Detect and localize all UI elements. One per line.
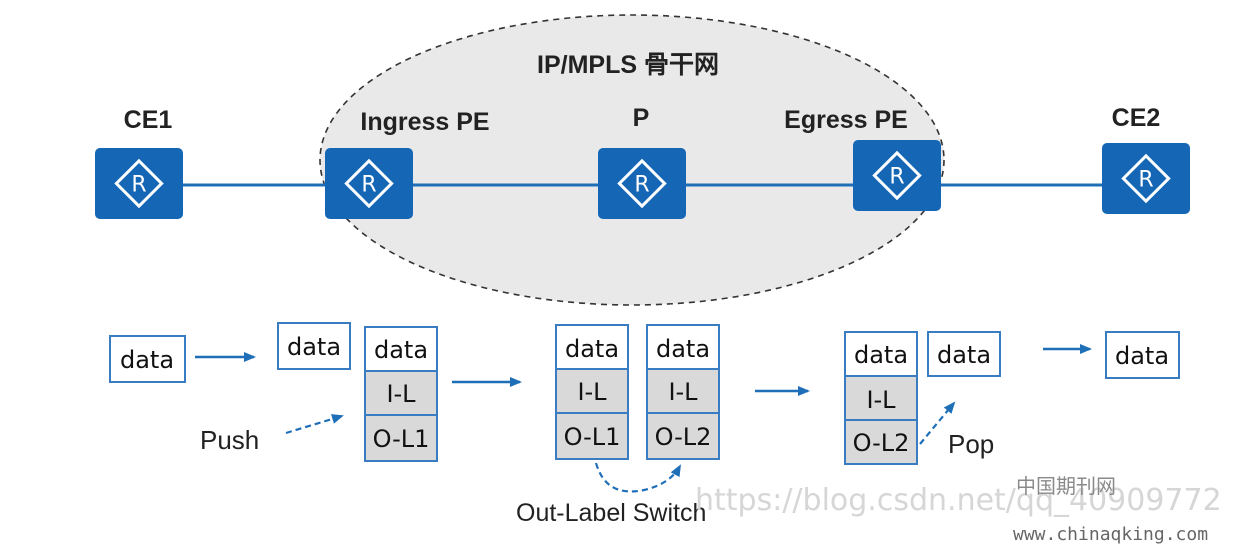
outer-label-box	[364, 414, 438, 462]
svg-text:R: R	[1138, 168, 1153, 193]
outer-label-text: O-L1	[373, 425, 430, 453]
outer-label-text: O-L1	[564, 423, 621, 451]
svg-text:R: R	[131, 173, 146, 198]
data-text: data	[120, 346, 174, 374]
outer-label-box	[646, 412, 720, 460]
router-label-ingress: Ingress PE	[360, 108, 489, 136]
data-text: data	[854, 341, 908, 369]
inner-label-text: I-L	[668, 378, 698, 406]
packet-stage-3-after: data I-L O-L2	[646, 324, 720, 460]
outer-label-text: O-L2	[853, 429, 910, 457]
router-ce1: R	[95, 148, 183, 219]
svg-text:R: R	[634, 173, 649, 198]
csdn-watermark: https://blog.csdn.net/qq_40909772	[695, 483, 1222, 518]
outer-label-box	[555, 412, 629, 460]
router-egress-pe: R	[853, 140, 941, 211]
data-box	[844, 331, 918, 377]
packet-stage-2-labeled: data I-L O-L1	[364, 326, 438, 462]
data-box	[646, 324, 720, 370]
data-text: data	[937, 341, 991, 369]
data-box	[1105, 331, 1180, 379]
push-label: Push	[200, 425, 259, 455]
data-box	[109, 335, 186, 383]
router-icon: R	[617, 158, 667, 209]
site-watermark: www.chinaqking.com	[1013, 524, 1208, 545]
outer-label-text: O-L2	[655, 423, 712, 451]
router-icon: R	[344, 158, 394, 209]
inner-label-box	[844, 375, 918, 421]
packet-stage-4-after: data	[927, 331, 1001, 377]
outer-label-box	[844, 419, 918, 465]
packet-stage-1: data	[109, 335, 186, 383]
pop-arrow	[919, 401, 956, 445]
data-box	[927, 331, 1001, 377]
data-text: data	[374, 336, 428, 364]
inner-label-text: I-L	[577, 378, 607, 406]
packet-stage-3-before: data I-L O-L1	[555, 324, 629, 460]
packet-stage-4-before: data I-L O-L2	[844, 331, 918, 465]
swap-arrow	[594, 462, 681, 493]
inner-label-text: I-L	[866, 386, 896, 414]
data-box	[364, 326, 438, 372]
backbone-label: IP/MPLS 骨干网	[537, 51, 719, 79]
inner-label-box	[646, 368, 720, 414]
router-ingress-pe: R	[325, 148, 413, 219]
router-label-p: P	[633, 104, 650, 132]
packet-stage-5: data	[1105, 331, 1180, 379]
router-icon: R	[1121, 153, 1171, 204]
data-text: data	[287, 333, 341, 361]
svg-text:R: R	[361, 173, 376, 198]
journal-watermark: 中国期刊网	[1016, 474, 1116, 498]
router-icon: R	[872, 150, 922, 201]
svg-text:R: R	[889, 165, 904, 190]
router-label-ce2: CE2	[1112, 104, 1161, 132]
router-ce2: R	[1102, 143, 1190, 214]
data-text: data	[1115, 342, 1169, 370]
packet-stage-2-incoming: data	[277, 322, 351, 370]
data-text: data	[656, 335, 710, 363]
data-text: data	[565, 335, 619, 363]
inner-label-box	[555, 368, 629, 414]
data-box	[555, 324, 629, 370]
swap-label: Out-Label Switch	[516, 499, 706, 527]
router-icon: R	[114, 158, 164, 209]
inner-label-text: I-L	[386, 380, 416, 408]
data-box	[277, 322, 351, 370]
push-arrow	[285, 414, 344, 435]
router-label-ce1: CE1	[124, 106, 173, 134]
router-p: R	[598, 148, 686, 219]
inner-label-box	[364, 370, 438, 416]
pop-label: Pop	[948, 429, 994, 459]
router-label-egress: Egress PE	[784, 106, 908, 134]
